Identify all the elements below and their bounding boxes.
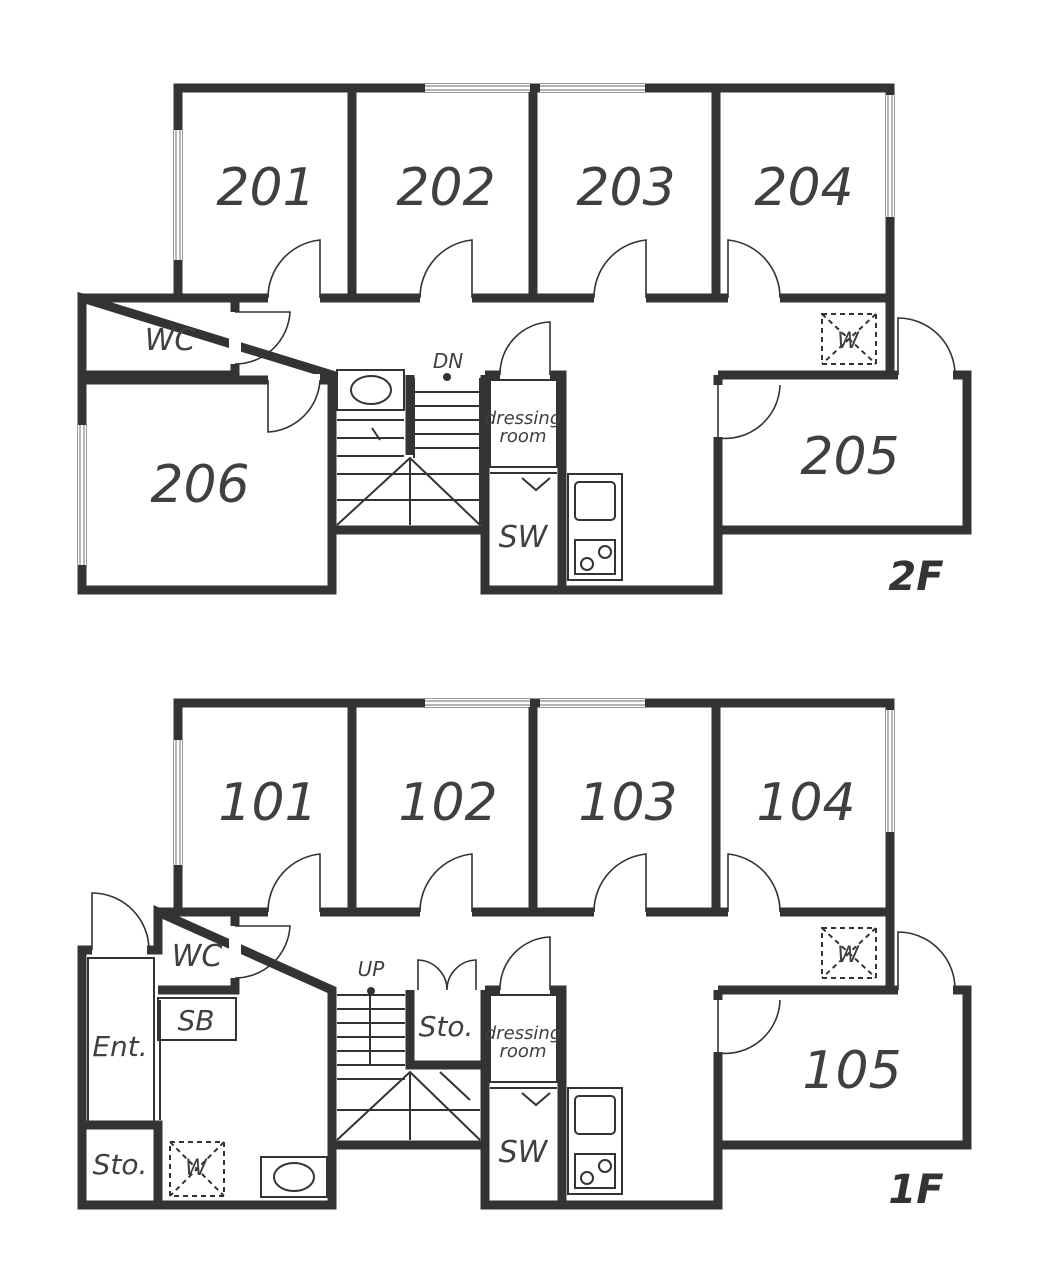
- shoe-box: [157, 997, 237, 1041]
- door-104[interactable]: [727, 853, 781, 913]
- door-105[interactable]: [717, 999, 781, 1055]
- washer-space-entry: [169, 1141, 225, 1197]
- door-balcony-1f[interactable]: [897, 931, 956, 991]
- stair-wall-1f: [327, 990, 485, 1150]
- wc-label-1f: WC: [172, 939, 223, 974]
- door-205[interactable]: [717, 384, 781, 440]
- sw-label-2f: SW: [499, 520, 549, 555]
- room-101-label: 101: [218, 773, 317, 833]
- washbasin-1f: [260, 1156, 328, 1198]
- dressing-label-line1-2f: dressing: [485, 408, 562, 429]
- shoe-box-label: SB: [178, 1004, 215, 1037]
- staircase-1f: [336, 987, 481, 1141]
- door-wc-1f[interactable]: [234, 925, 291, 979]
- storage-wall-1f: [405, 990, 485, 1070]
- door-202[interactable]: [419, 239, 473, 299]
- dressing-room-box-1f: [489, 994, 558, 1083]
- washer-space-2f: [821, 313, 877, 365]
- door-204[interactable]: [727, 239, 781, 299]
- stair-direction-dot-1f: [367, 987, 375, 995]
- floor-2f: 201 202 203 204 205 206 WC W DN dressing…: [77, 83, 972, 600]
- door-203[interactable]: [593, 239, 647, 299]
- floor-label-2f: 2F: [888, 554, 943, 600]
- floor-1f: 101 102 103 104 105 WC W W UP dressing r…: [77, 698, 972, 1213]
- room-204-label: 204: [754, 158, 853, 218]
- door-storage-double[interactable]: [417, 959, 477, 991]
- washer-label-entry: W: [185, 1156, 208, 1181]
- door-dressing-1f[interactable]: [499, 936, 551, 991]
- stair-direction-dot: [443, 373, 451, 381]
- door-dressing-2f[interactable]: [499, 321, 551, 376]
- dressing-label-line2-2f: room: [500, 426, 547, 447]
- dressing-label-line1-1f: dressing: [485, 1023, 562, 1044]
- room-206-label: 206: [150, 455, 249, 515]
- washbasin-icon: [350, 375, 392, 405]
- storage-entry-label: Sto.: [93, 1148, 148, 1181]
- room-103-label: 103: [578, 773, 677, 833]
- washer-label-2f: W: [837, 329, 860, 354]
- room-203-label: 203: [576, 158, 675, 218]
- stair-wall-2f: [327, 375, 485, 535]
- dressing-label-line2-1f: room: [500, 1041, 547, 1062]
- washer-space-1f: [821, 927, 877, 979]
- stove-icon-1f: [574, 1153, 616, 1189]
- door-102[interactable]: [419, 853, 473, 913]
- staircase-2f: [336, 369, 481, 526]
- door-206[interactable]: [267, 379, 321, 433]
- windows-1f: [174, 699, 894, 865]
- windows-2f: [78, 84, 894, 565]
- room-105-label: 105: [802, 1041, 901, 1101]
- room-202-label: 202: [396, 158, 495, 218]
- wc-label-2f: WC: [145, 323, 196, 358]
- washer-label-1f: W: [837, 943, 860, 968]
- sink-icon: [574, 481, 616, 521]
- storage-entry-wall: [82, 1120, 163, 1205]
- room-102-label: 102: [398, 773, 497, 833]
- room-205-label: 205: [800, 427, 899, 487]
- storage-stair-label: Sto.: [419, 1010, 474, 1043]
- room-201-label: 201: [216, 158, 315, 218]
- stairs-down-label: DN: [433, 349, 463, 373]
- sw-label-1f: SW: [499, 1135, 549, 1170]
- door-201[interactable]: [267, 239, 321, 299]
- kitchen-1f: [567, 1087, 623, 1195]
- door-wc-2f[interactable]: [234, 311, 291, 365]
- kitchen-2f: [567, 473, 623, 581]
- door-101[interactable]: [267, 853, 321, 913]
- door-103[interactable]: [593, 853, 647, 913]
- stove-icon: [574, 539, 616, 575]
- door-entrance[interactable]: [91, 892, 150, 951]
- room-104-label: 104: [756, 773, 855, 833]
- floor-label-1f: 1F: [888, 1167, 943, 1213]
- dressing-room-box-2f: [489, 379, 558, 468]
- door-balcony-2f[interactable]: [897, 317, 956, 376]
- stairs-up-label: UP: [358, 957, 386, 981]
- entrance-area: [87, 957, 155, 1123]
- entrance-label: Ent.: [92, 1030, 147, 1063]
- sink-icon-1f: [574, 1095, 616, 1135]
